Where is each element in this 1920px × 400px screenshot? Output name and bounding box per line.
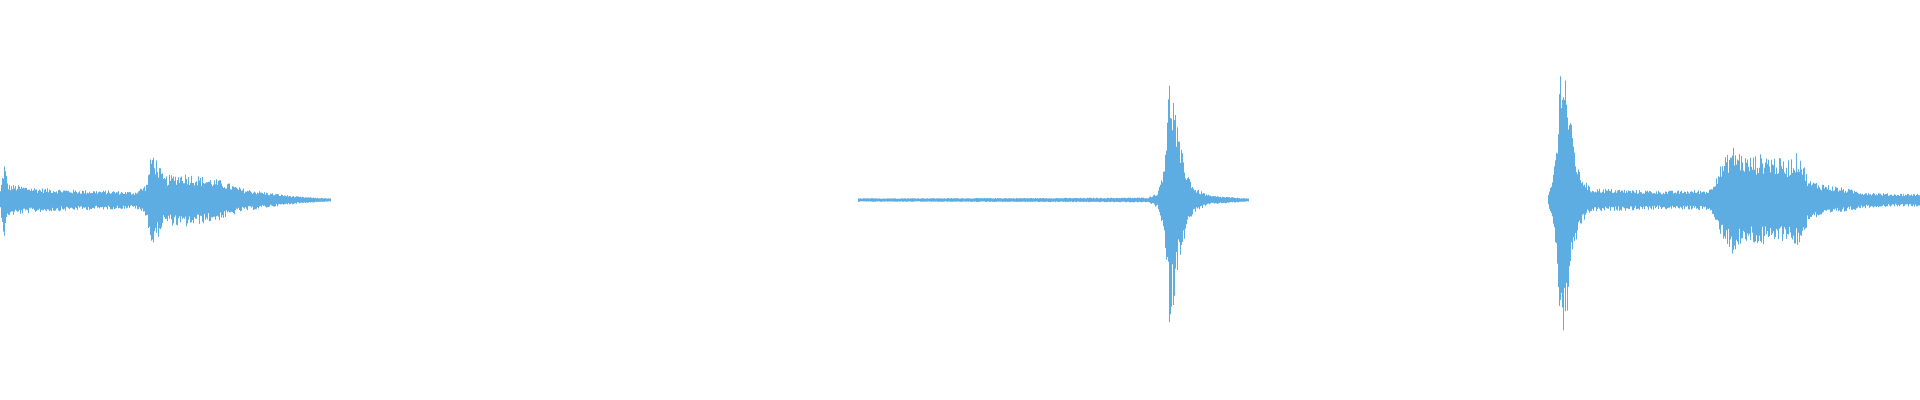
waveform-trace [858, 85, 1249, 323]
waveform-segment-3 [1548, 76, 1920, 331]
waveform-segment-2 [858, 85, 1249, 323]
waveform-segment-1 [0, 157, 331, 243]
waveform-trace [0, 157, 331, 243]
waveform-trace [1548, 76, 1920, 331]
